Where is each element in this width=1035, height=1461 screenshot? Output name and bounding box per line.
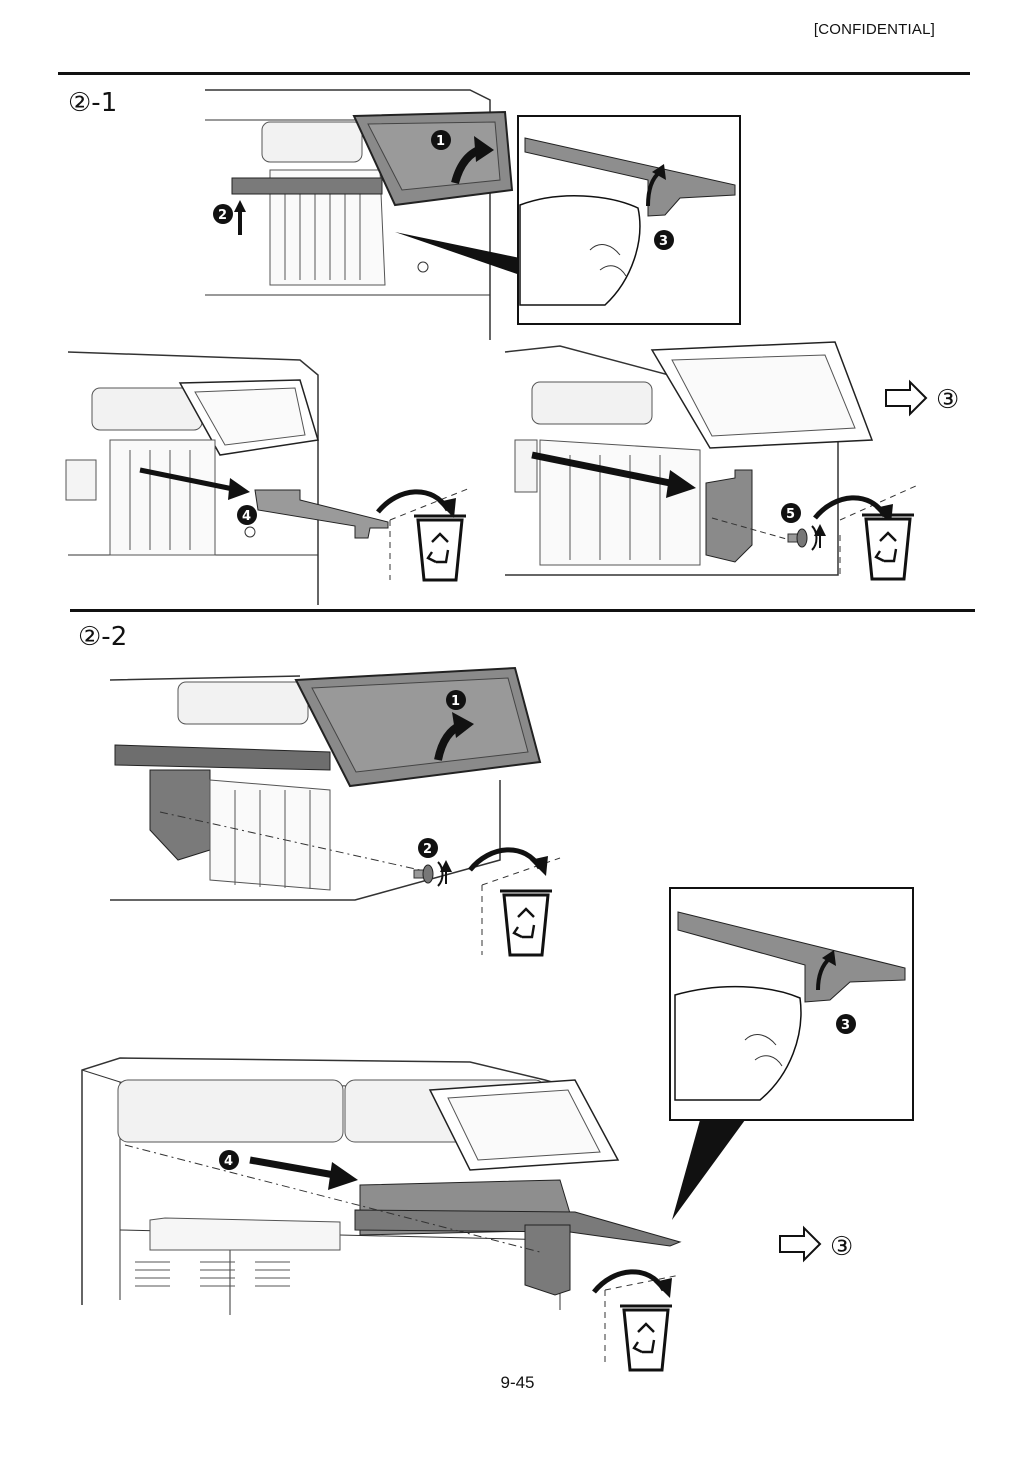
middle-divider [70,609,975,612]
page-number: 9-45 [500,1373,535,1392]
svg-text:1: 1 [451,694,460,709]
illus-2-1-detail-inset: 3 [517,115,741,325]
illus-2-1-panel-3: 5 ③ [504,341,959,581]
illus-2-2-detail-inset: 3 [669,887,914,1220]
confidential-label: [CONFIDENTIAL] [813,21,935,38]
illus-2-2-panel-2: 4 ③ [81,1057,853,1372]
section-label-2-2: ②-2 [78,622,128,652]
svg-text:3: 3 [659,234,668,249]
top-divider [58,72,970,75]
svg-text:4: 4 [224,1154,233,1169]
next-arrow-icon [885,381,927,415]
svg-text:2: 2 [423,842,432,857]
next-step-2-1: ③ [936,385,959,415]
svg-text:5: 5 [786,507,795,522]
illus-2-1-panel-2: 4 [65,351,471,605]
section-label-2-1: ②-1 [68,88,118,118]
illus-2-1-panel-1: 1 2 [205,89,520,340]
illus-2-2-panel-1: 2 1 [109,666,561,957]
svg-text:4: 4 [242,509,251,524]
svg-text:3: 3 [841,1018,850,1033]
svg-text:1: 1 [436,134,445,149]
svg-text:2: 2 [218,208,227,223]
next-step-2-2: ③ [830,1232,853,1262]
